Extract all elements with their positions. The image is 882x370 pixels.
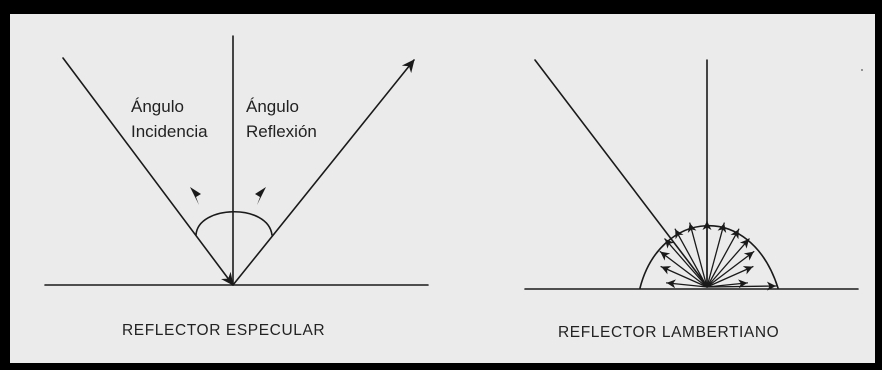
diffuse-ray-arrow — [659, 250, 708, 288]
diffuse-ray-arrow — [660, 265, 708, 288]
diffuse-ray-arrow — [706, 238, 750, 288]
reflection-angle-arrowhead — [255, 187, 266, 205]
incidence-label-line2: Incidencia — [131, 122, 208, 141]
angle-arc — [195, 210, 273, 236]
diffuse-ray-arrow — [687, 222, 708, 288]
diffuse-ray-arrow — [706, 265, 754, 288]
reflected-ray-arrow — [232, 59, 415, 286]
lambertian-caption: REFLECTOR LAMBERTIANO — [558, 324, 779, 341]
diffuse-ray-arrow — [706, 228, 740, 288]
diffuse-ray-arrow — [664, 238, 708, 288]
diffuse-ray-arrow — [706, 250, 755, 288]
diagram-panel — [10, 14, 875, 363]
incidence-angle-arrowhead — [190, 187, 201, 205]
lambertian-incident-ray — [534, 59, 708, 287]
diffuse-ray-arrow — [674, 228, 708, 288]
incident-ray-arrow — [62, 57, 234, 286]
specular-caption: REFLECTOR ESPECULAR — [122, 322, 325, 339]
specular-reflector-diagram: Ángulo Incidencia Ángulo Reflexión REFLE… — [44, 35, 429, 339]
diffuse-ray-arrow — [706, 222, 727, 288]
speck-mark — [861, 69, 863, 71]
incidence-label-line1: Ángulo — [131, 97, 184, 116]
reflection-label-line2: Reflexión — [246, 122, 317, 141]
diffuse-ray-arrow — [706, 281, 777, 291]
diffuse-ray-arrow — [665, 279, 708, 289]
lambertian-reflector-diagram: REFLECTOR LAMBERTIANO — [524, 59, 859, 341]
reflection-label-line1: Ángulo — [246, 97, 299, 116]
diffuse-ray-fan — [659, 220, 777, 291]
